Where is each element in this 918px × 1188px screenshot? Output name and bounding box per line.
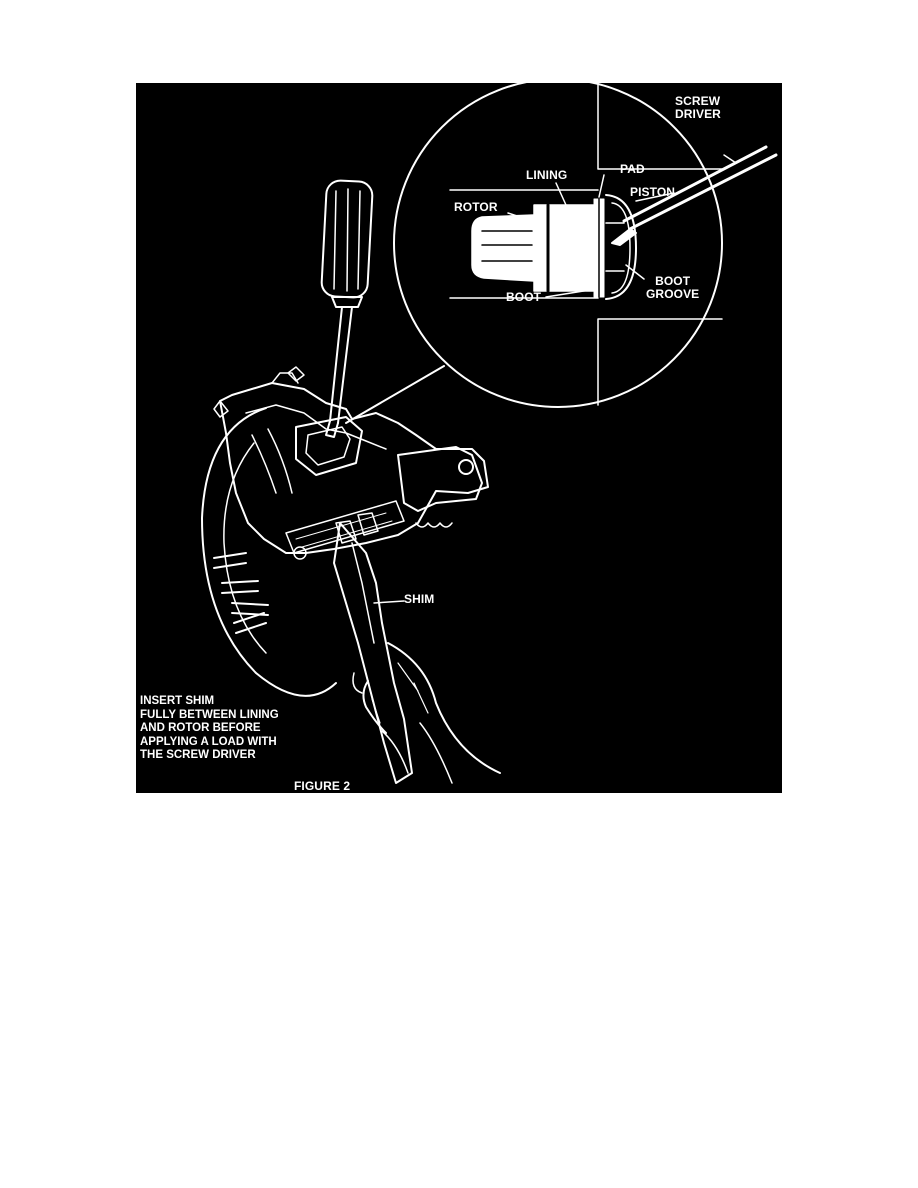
- label-shim: SHIM: [404, 592, 435, 606]
- instruction-text: INSERT SHIM FULLY BETWEEN LINING AND ROT…: [140, 695, 279, 763]
- label-boot-groove-line1: BOOT: [655, 274, 691, 288]
- label-driver: DRIVER: [675, 107, 721, 121]
- screwdriver: [320, 179, 374, 438]
- detail-magnifier: [393, 83, 778, 408]
- label-lining: LINING: [526, 168, 568, 182]
- instruction-line: THE SCREW DRIVER: [140, 749, 256, 762]
- label-boot-groove-line2: GROOVE: [646, 287, 700, 301]
- label-pad: PAD: [620, 162, 645, 176]
- figure-2-illustration: SCREW DRIVER LINING PAD ROTOR PISTON BOO…: [136, 83, 782, 793]
- instruction-line: AND ROTOR BEFORE: [140, 722, 261, 735]
- brake-caliper-drawing: [201, 83, 778, 784]
- label-screw: SCREW: [675, 94, 721, 108]
- label-boot: BOOT: [506, 290, 542, 304]
- label-piston: PISTON: [630, 185, 676, 199]
- instruction-line: INSERT SHIM: [140, 695, 215, 707]
- label-rotor: ROTOR: [454, 200, 498, 214]
- instruction-line: FULLY BETWEEN LINING: [140, 708, 279, 721]
- shim-and-hand: [333, 522, 501, 784]
- label-boot-groove: BOOT GROOVE: [646, 275, 699, 301]
- figure-caption: FIGURE 2: [294, 779, 351, 793]
- caliper-assembly: [201, 366, 489, 697]
- label-screw-driver: SCREW DRIVER: [675, 95, 721, 121]
- instruction-line: APPLYING A LOAD WITH: [140, 735, 277, 748]
